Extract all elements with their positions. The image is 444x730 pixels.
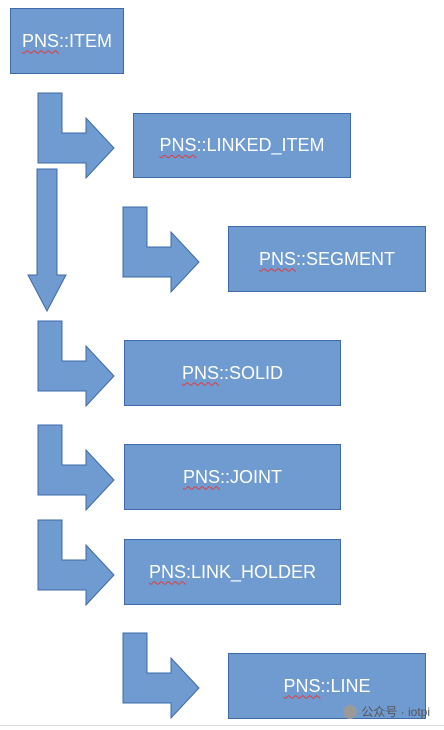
watermark: 公众号 · iotpi <box>343 703 430 720</box>
class-name: ::LINKED_ITEM <box>196 135 325 155</box>
arrow-item-to-joint <box>37 424 115 512</box>
class-box-item: PNS::ITEM <box>10 8 124 74</box>
class-name: ::SEGMENT <box>296 248 396 269</box>
class-name: ::ITEM <box>59 30 112 51</box>
arrow-down-icon <box>27 168 67 313</box>
class-name: ::JOINT <box>220 466 282 487</box>
class-name: ::LINE <box>320 675 371 696</box>
arrow-item-to-linked-item <box>37 92 115 180</box>
class-namespace: PNS <box>148 561 186 582</box>
wechat-icon <box>343 704 358 719</box>
class-namespace: PNS <box>159 135 197 155</box>
class-box-link-holder: PNS:LINK_HOLDER <box>124 539 341 605</box>
class-namespace: PNS <box>283 675 321 696</box>
class-label: PNS::LINKED_ITEM <box>159 135 324 156</box>
class-label: PNS:LINK_HOLDER <box>149 562 316 583</box>
class-box-segment: PNS::SEGMENT <box>228 226 426 292</box>
arrow-item-to-link-holder <box>37 519 115 607</box>
class-namespace: PNS <box>258 248 296 269</box>
class-namespace: PNS <box>182 466 220 487</box>
arrow-item-to-solid <box>37 320 115 408</box>
bottom-divider <box>0 725 444 726</box>
arrow-link-holder-to-line <box>122 632 200 720</box>
class-label: PNS::SEGMENT <box>259 249 395 270</box>
arrow-linked-item-to-segment <box>122 206 200 294</box>
class-box-linked-item: PNS::LINKED_ITEM <box>133 113 351 178</box>
class-label: PNS::JOINT <box>183 467 282 488</box>
class-namespace: PNS <box>21 30 59 51</box>
class-name: :LINK_HOLDER <box>185 561 317 582</box>
class-box-solid: PNS::SOLID <box>124 340 341 406</box>
class-namespace: PNS <box>181 362 219 383</box>
watermark-text: 公众号 · iotpi <box>361 705 430 719</box>
class-label: PNS::ITEM <box>22 31 112 52</box>
class-box-line: PNS::LINE <box>228 653 426 719</box>
class-label: PNS::LINE <box>283 676 370 697</box>
class-box-joint: PNS::JOINT <box>124 444 341 510</box>
class-name: ::SOLID <box>218 362 284 383</box>
class-label: PNS::SOLID <box>182 363 283 384</box>
